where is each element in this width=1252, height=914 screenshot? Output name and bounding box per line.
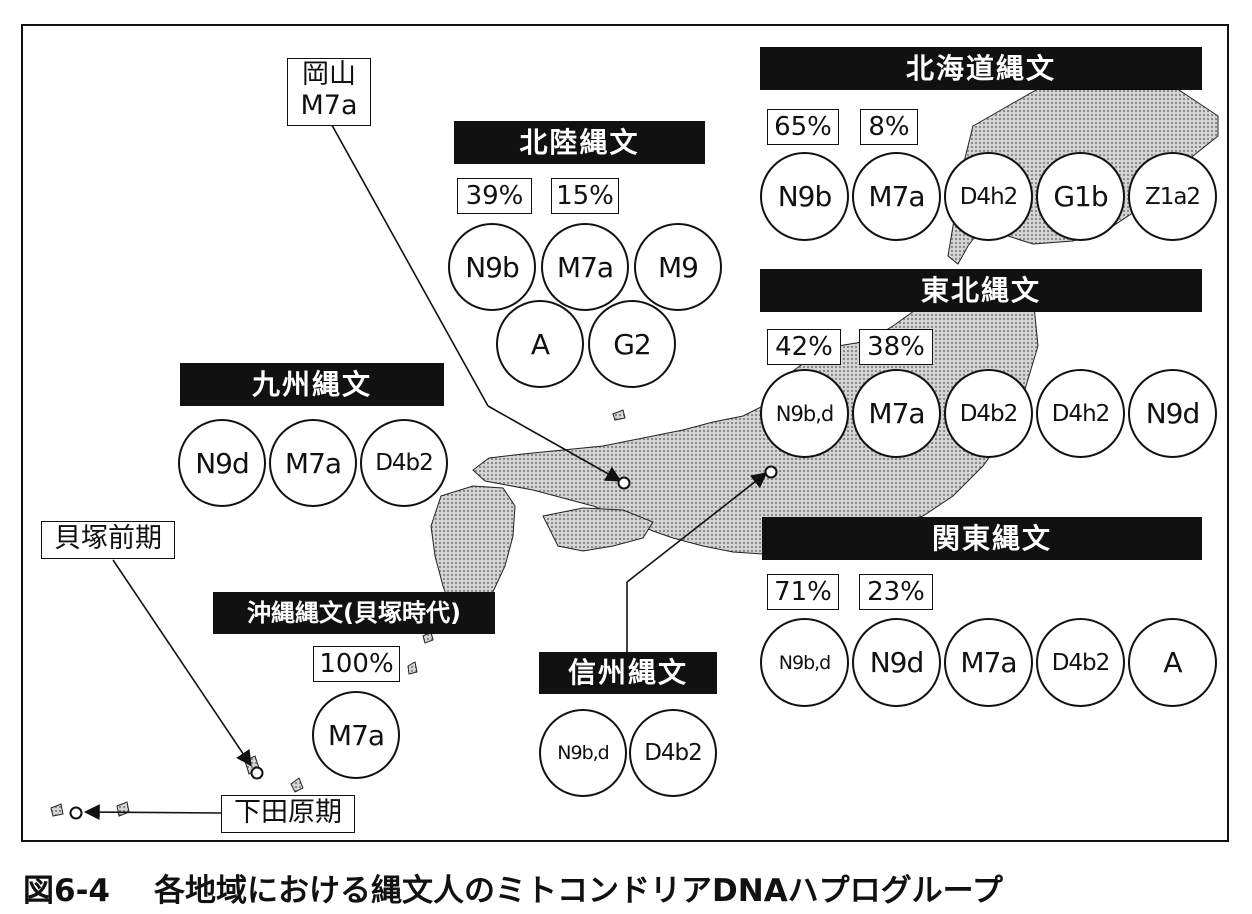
okayama-place: 岡山	[302, 59, 356, 90]
okayama-haplogroup: M7a	[300, 90, 358, 121]
hokkaido-percent-2: 8%	[860, 109, 918, 145]
hokuriku-haplogroup-5: G2	[588, 300, 676, 388]
kyushu-haplogroup-2: M7a	[269, 419, 357, 507]
kyushu-haplogroup-3: D4b2	[360, 419, 448, 507]
hokuriku-haplogroup-3: M9	[634, 223, 722, 311]
shinshu-arrow-2	[626, 472, 768, 583]
okayama-arrow	[327, 117, 489, 407]
shimotabaru-arrow	[83, 804, 222, 821]
okayama-label: 岡山 M7a	[287, 58, 371, 126]
figure-number: 図6-4	[23, 873, 111, 909]
hokuriku-haplogroup-4: A	[496, 300, 584, 388]
figure-caption: 図6-4 各地域における縄文人のミトコンドリアDNAハプログループ	[23, 865, 1003, 910]
map-figure: 岡山 M7a 北陸縄文 39% 15% N9b M7a M9 A G2 北海道縄…	[21, 24, 1229, 842]
hokkaido-haplogroup-2: M7a	[852, 152, 941, 241]
tohoku-title: 東北縄文	[760, 269, 1202, 312]
kaizuka-arrow	[112, 559, 252, 767]
kaizuka-early-label: 貝塚前期	[41, 521, 175, 559]
tohoku-haplogroup-4: D4h2	[1036, 369, 1125, 458]
hokuriku-haplogroup-2: M7a	[541, 223, 629, 311]
shikoku-landmass	[542, 507, 654, 552]
okayama-site-marker	[617, 476, 631, 490]
kaizuka-site-marker	[250, 766, 264, 780]
shinshu-haplogroup-2: D4b2	[629, 709, 717, 797]
tohoku-haplogroup-2: M7a	[852, 369, 941, 458]
shimotabaru-site-marker	[69, 806, 83, 820]
shimotabaru-label: 下田原期	[221, 795, 355, 833]
kanto-haplogroup-1: N9b,d	[760, 618, 849, 707]
okayama-arrow-2	[487, 405, 622, 482]
hokkaido-title: 北海道縄文	[760, 47, 1202, 90]
shinshu-haplogroup-1: N9b,d	[539, 709, 627, 797]
tohoku-percent-2: 38%	[859, 329, 933, 365]
shinshu-site-marker	[764, 465, 778, 479]
hokkaido-percent-1: 65%	[767, 109, 839, 145]
kyushu-title: 九州縄文	[180, 363, 444, 406]
kanto-haplogroup-4: D4b2	[1036, 618, 1125, 707]
okinawa-haplogroup-1: M7a	[312, 691, 400, 779]
kanto-title: 関東縄文	[762, 517, 1202, 560]
okinawa-title: 沖縄縄文(貝塚時代)	[213, 592, 495, 634]
hokuriku-haplogroup-1: N9b	[448, 223, 536, 311]
kanto-haplogroup-5: A	[1128, 618, 1217, 707]
kanto-percent-1: 71%	[767, 574, 839, 610]
okinawa-percent-1: 100%	[313, 646, 400, 682]
hokkaido-haplogroup-1: N9b	[760, 152, 849, 241]
kanto-percent-2: 23%	[859, 574, 933, 610]
tohoku-haplogroup-3: D4b2	[944, 369, 1033, 458]
tohoku-percent-1: 42%	[767, 329, 841, 365]
hokkaido-haplogroup-3: D4h2	[944, 152, 1033, 241]
kanto-haplogroup-2: N9d	[852, 618, 941, 707]
figure-title: 各地域における縄文人のミトコンドリアDNAハプログループ	[154, 873, 1003, 909]
shinshu-title: 信州縄文	[539, 652, 717, 694]
tohoku-haplogroup-5: N9d	[1128, 369, 1217, 458]
kyushu-haplogroup-1: N9d	[178, 419, 266, 507]
hokkaido-haplogroup-4: G1b	[1036, 152, 1125, 241]
tohoku-haplogroup-1: N9b,d	[760, 369, 849, 458]
kanto-haplogroup-3: M7a	[944, 618, 1033, 707]
hokuriku-percent-2: 15%	[551, 178, 619, 214]
hokuriku-title: 北陸縄文	[454, 121, 705, 164]
hokuriku-percent-1: 39%	[457, 178, 532, 214]
hokkaido-haplogroup-5: Z1a2	[1128, 152, 1217, 241]
